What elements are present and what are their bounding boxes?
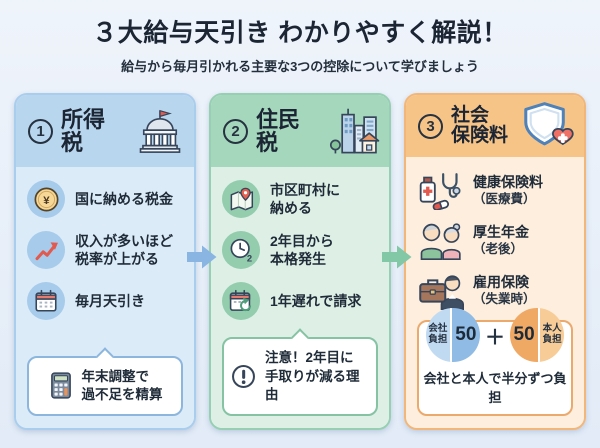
card-income-tax-header: 1 所得税 — [16, 95, 194, 167]
elderly-couple-icon — [417, 220, 465, 260]
map-pin-icon — [222, 180, 260, 218]
employee-share-circle: 50 本人 負担 — [510, 308, 564, 362]
card-social-insurance: 3 社会 保険料 — [404, 93, 586, 430]
card-title: 住民税 — [256, 106, 301, 155]
row-sublabel: （老後） — [473, 241, 524, 256]
split-50-50-diagram: 会社 負担 50 ＋ 50 本人 負担 — [423, 308, 567, 362]
row-label: 毎月天引き — [75, 292, 145, 309]
row-label: 1年遅れで請求 — [270, 292, 362, 309]
employee-share-label: 本人 負担 — [540, 308, 564, 362]
row-label: 収入が多いほど 税率が上がる — [75, 232, 173, 267]
medicine-stethoscope-icon — [417, 170, 465, 211]
resident-tax-callout: 注意！2年目に 手取りが減る理由 — [222, 328, 378, 416]
social-insurance-callout: 会社 負担 50 ＋ 50 本人 負担 会社と本人で半分ずつ負担 — [417, 308, 573, 416]
card-row: ¥ 国に納める税金 — [27, 180, 183, 218]
card-row: 健康保険料（医療費） — [417, 170, 573, 211]
calculator-icon — [48, 371, 74, 400]
employee-share-value: 50 — [510, 308, 541, 362]
page-title: ３大給与天引き わかりやすく解説！ — [92, 19, 508, 47]
callout-notch — [290, 328, 310, 348]
flow-arrow-right-icon — [187, 245, 217, 269]
page-header: ３大給与天引き わかりやすく解説！ 給与から毎月引かれる主要な3つの控除について… — [0, 0, 600, 75]
card-resident-tax-header: 2 住民税 — [211, 95, 389, 167]
yen-coin-icon: ¥ — [27, 180, 65, 218]
card-row: 雇用保険（失業時） — [417, 270, 573, 310]
company-share-circle: 会社 負担 50 — [426, 308, 480, 362]
warning-icon — [230, 363, 257, 390]
card-row: 収入が多いほど 税率が上がる — [27, 231, 183, 269]
card-social-insurance-body: 健康保険料（医療費） 厚生年金（老後） — [406, 157, 584, 428]
card-row: 市区町村に 納める — [222, 180, 378, 218]
number-badge: 2 — [223, 118, 248, 144]
plus-sign: ＋ — [485, 326, 505, 349]
city-icon — [327, 107, 381, 156]
bank-icon — [134, 108, 186, 154]
row-label: 2年目から 本格発生 — [270, 232, 334, 267]
callout-notch — [95, 346, 115, 366]
row-sublabel: （失業時） — [473, 291, 536, 306]
callout-label: 年末調整で 過不足を精算 — [81, 368, 163, 402]
number-badge: 1 — [28, 118, 53, 144]
company-share-value: 50 — [449, 308, 480, 362]
flow-arrow-right-icon — [382, 245, 412, 269]
calendar-delay-icon — [222, 282, 260, 320]
shield-heart-icon — [522, 101, 576, 151]
briefcase-worker-icon — [417, 270, 465, 310]
income-tax-callout: 年末調整で 過不足を精算 — [27, 346, 183, 416]
card-title: 社会 保険料 — [451, 105, 509, 146]
row-label: 国に納める税金 — [75, 190, 173, 207]
card-income-tax: 1 所得税 — [14, 93, 196, 430]
columns-container: 1 所得税 — [14, 93, 586, 430]
card-social-insurance-header: 3 社会 保険料 — [406, 95, 584, 157]
callout-label: 注意！2年目に 手取りが減る理由 — [265, 350, 360, 402]
card-row: 2 2年目から 本格発生 — [222, 231, 378, 269]
card-row: 厚生年金（老後） — [417, 220, 573, 260]
page-subtitle: 給与から毎月引かれる主要な3つの控除について学びましょう — [121, 59, 479, 74]
row-label: 厚生年金（老後） — [473, 223, 529, 256]
row-label: 市区町村に 納める — [270, 181, 340, 216]
card-row: 1年遅れで請求 — [222, 282, 378, 320]
card-resident-tax-body: 市区町村に 納める 2 2年目から 本格発生 — [211, 167, 389, 428]
card-resident-tax: 2 住民税 — [209, 93, 391, 430]
calendar-icon — [27, 282, 65, 320]
split-caption: 会社と本人で半分ずつ負担 — [423, 371, 567, 405]
card-row: 毎月天引き — [27, 282, 183, 320]
rising-chart-icon — [27, 231, 65, 269]
company-share-label: 会社 負担 — [426, 308, 450, 362]
row-label: 健康保険料（医療費） — [473, 173, 543, 206]
svg-text:2: 2 — [246, 253, 251, 264]
number-badge: 3 — [418, 113, 443, 139]
row-sublabel: （医療費） — [473, 191, 536, 206]
svg-text:¥: ¥ — [43, 195, 50, 207]
card-income-tax-body: ¥ 国に納める税金 収入が多いほど 税率が上がる — [16, 167, 194, 428]
card-title: 所得税 — [61, 106, 106, 155]
row-label: 雇用保険（失業時） — [473, 273, 536, 306]
clock-year2-icon: 2 — [222, 231, 260, 269]
